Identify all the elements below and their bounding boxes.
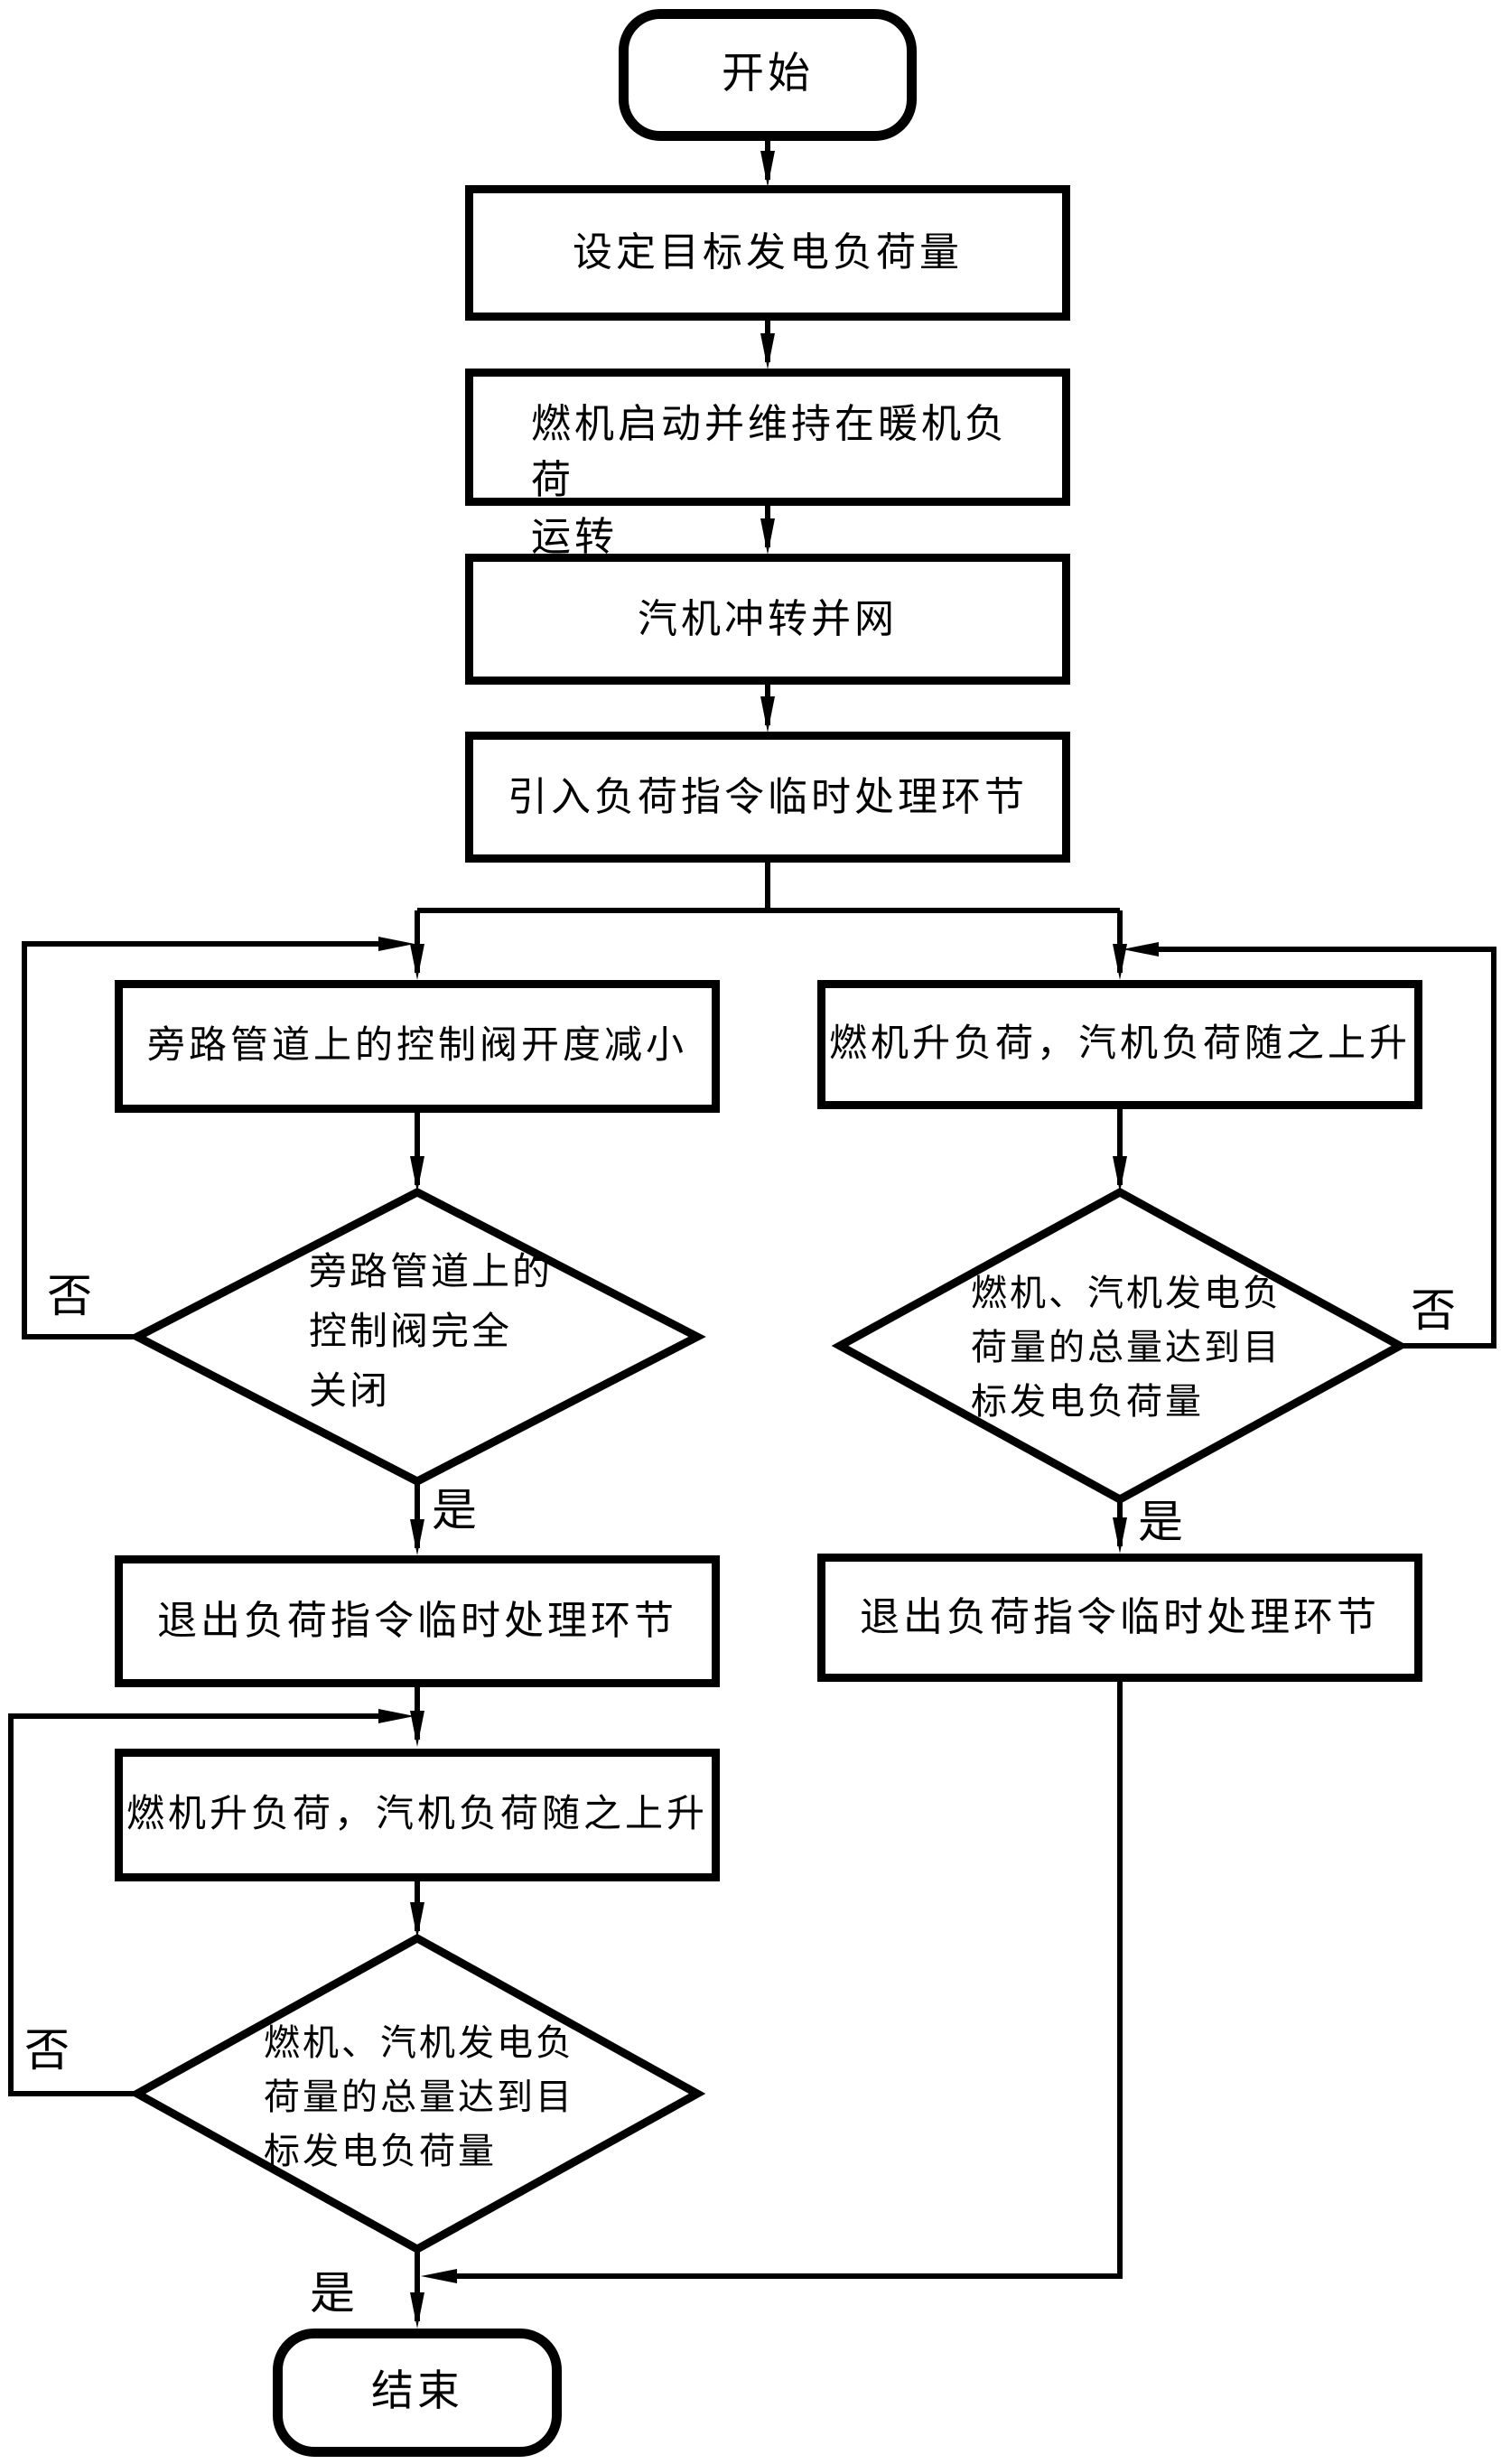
decision-load-left-line1: 燃机、汽机发电负 (264, 2022, 574, 2063)
decision-load-target-left-shape (128, 1933, 706, 2254)
decision-load-right-line3: 标发电负荷量 (971, 1381, 1204, 1422)
terminal-end: 结束 (273, 2329, 562, 2457)
process-st-roll-grid: 汽机冲转并网 (465, 554, 1070, 685)
edge-label-yes-bypass: 是 (432, 1485, 477, 1535)
terminal-start: 开始 (619, 9, 917, 141)
decision-load-target-left-text: 燃机、汽机发电负 荷量的总量达到目 标发电负荷量 (264, 2016, 574, 2179)
arrowhead-exit-left (410, 1519, 424, 1555)
process-set-target-label: 设定目标发电负荷量 (573, 230, 963, 275)
decision-bypass-line3: 关闭 (309, 1371, 391, 1413)
decision-load-right-line2: 荷量的总量达到目 (971, 1327, 1282, 1367)
arrowhead-bypass-reduce (410, 944, 424, 980)
process-gt-warmup-line1: 燃机启动并维持在暖机负荷 (531, 402, 1008, 503)
decision-bypass-line2: 控制阀完全 (309, 1311, 513, 1353)
merge-right-to-end (457, 1682, 1123, 2279)
terminal-start-label: 开始 (722, 51, 814, 98)
edge-label-no-load-right: 否 (1411, 1285, 1456, 1336)
process-set-target: 设定目标发电负荷量 (465, 185, 1070, 321)
process-gt-warmup-line2: 运转 (531, 514, 618, 559)
arrowhead-merge (421, 2269, 457, 2283)
process-gt-raise-load-right: 燃机升负荷，汽机负荷随之上升 (817, 980, 1422, 1109)
process-gt-raise-load-left: 燃机升负荷，汽机负荷随之上升 (115, 1749, 720, 1881)
process-enter-temp-handling: 引入负荷指令临时处理环节 (465, 732, 1070, 863)
process-gt-raise-load-right-label: 燃机升负荷，汽机负荷随之上升 (828, 1023, 1411, 1066)
arrowhead-warmup (760, 333, 775, 369)
decision-load-target-right-text: 燃机、汽机发电负 荷量的总量达到目 标发电负荷量 (971, 1266, 1282, 1429)
edge-label-no-load-left: 否 (24, 2025, 70, 2076)
arrowhead-load-decision-right (1113, 1156, 1127, 1192)
process-bypass-valve-reduce: 旁路管道上的控制阀开度减小 (115, 980, 720, 1113)
arrowhead-gt-raise-right (1113, 944, 1127, 980)
decision-load-left-line2: 荷量的总量达到目 (264, 2077, 574, 2117)
loop-no-bypass (22, 941, 379, 1339)
process-st-roll-grid-label: 汽机冲转并网 (638, 596, 898, 641)
edge-label-no-bypass: 否 (47, 1271, 92, 1321)
arrowhead-loop-no-right (1123, 942, 1159, 957)
decision-load-left-line3: 标发电负荷量 (264, 2131, 497, 2171)
process-gt-raise-load-left-label: 燃机升负荷，汽机负荷随之上升 (126, 1794, 708, 1836)
edge-label-yes-load-right: 是 (1138, 1497, 1183, 1547)
arrowhead-raise-left (410, 1711, 424, 1747)
process-enter-temp-handling-label: 引入负荷指令临时处理环节 (508, 774, 1028, 819)
arrowhead-bypass-decision (410, 1156, 424, 1192)
process-bypass-valve-reduce-label: 旁路管道上的控制阀开度减小 (146, 1025, 687, 1068)
arrowhead-set-target (760, 151, 775, 187)
arrowhead-roll (760, 518, 775, 555)
decision-bypass-valve-closed-shape (128, 1187, 706, 1487)
loop-no-load-left (8, 1713, 379, 2096)
process-exit-temp-handling-left: 退出负荷指令临时处理环节 (115, 1555, 720, 1687)
arrowhead-load-decision-left (410, 1902, 424, 1938)
arrowhead-loop-no-load-left (378, 1709, 415, 1723)
edge-label-yes-load-left: 是 (310, 2268, 355, 2319)
terminal-end-label: 结束 (371, 2368, 463, 2416)
arrowhead-end (410, 2292, 424, 2329)
process-gt-warmup: 燃机启动并维持在暖机负荷 运转 (465, 369, 1070, 559)
decision-load-right-line1: 燃机、汽机发电负 (971, 1273, 1282, 1313)
decision-load-target-right-shape (831, 1187, 1409, 1505)
arrowhead-loop-no-bypass (378, 937, 415, 951)
decision-bypass-line1: 旁路管道上的 (309, 1252, 554, 1293)
process-exit-temp-handling-right: 退出负荷指令临时处理环节 (817, 1554, 1422, 1682)
arrowhead-exit-right (1113, 1517, 1127, 1554)
process-exit-temp-handling-right-label: 退出负荷指令临时处理环节 (860, 1595, 1380, 1640)
process-exit-temp-handling-left-label: 退出负荷指令临时处理环节 (157, 1599, 677, 1644)
arrowhead-enter-temp (760, 696, 775, 733)
loop-no-right (1159, 947, 1496, 1349)
decision-bypass-valve-closed-text: 旁路管道上的 控制阀完全 关闭 (309, 1243, 553, 1422)
